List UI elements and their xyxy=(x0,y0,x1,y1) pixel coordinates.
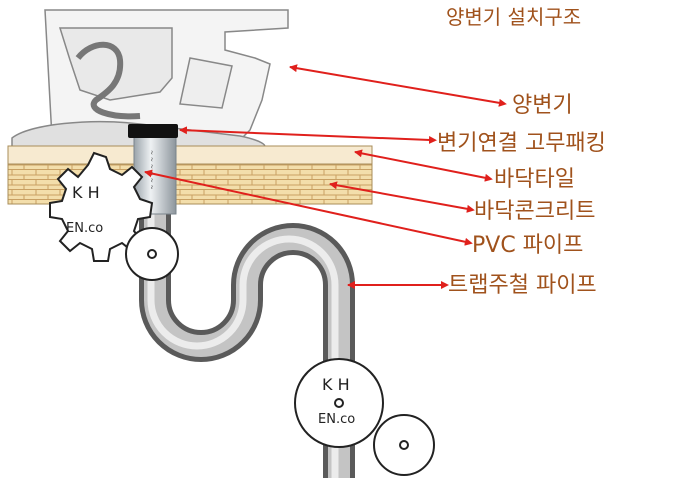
arrow-pvc xyxy=(144,169,473,246)
arrow-rubber xyxy=(179,126,437,144)
rubber-gasket xyxy=(128,124,178,138)
label-floor-tile: 바닥타일 xyxy=(494,167,575,192)
label-floor-concrete: 바닥콘크리트 xyxy=(474,199,595,224)
gear-watermark-4 xyxy=(373,414,435,476)
label-pvc-pipe: PVC 파이프 xyxy=(472,233,583,258)
watermark-brand-1: EN.co xyxy=(66,221,103,236)
label-trap-pipe: 트랩주철 파이프 xyxy=(448,273,597,298)
label-toilet: 양변기 xyxy=(512,93,573,118)
floor-tile-layer xyxy=(7,145,373,165)
watermark-brand-2: EN.co xyxy=(318,412,355,427)
gear-watermark-1 xyxy=(49,151,154,262)
diagram-title: 양변기 설치구조 xyxy=(446,5,581,29)
watermark-initials-2: K H xyxy=(322,375,350,394)
gear-watermark-2 xyxy=(125,227,179,281)
arrow-toilet xyxy=(289,64,507,107)
svg-text:~ ~ ~ ~ ~ ~: ~ ~ ~ ~ ~ ~ xyxy=(148,150,155,190)
callout-arrows xyxy=(144,64,507,289)
gear-watermark-3 xyxy=(294,358,384,448)
watermark-initials-1: K H xyxy=(72,183,100,202)
label-rubber-gasket: 변기연결 고무패킹 xyxy=(437,131,606,156)
